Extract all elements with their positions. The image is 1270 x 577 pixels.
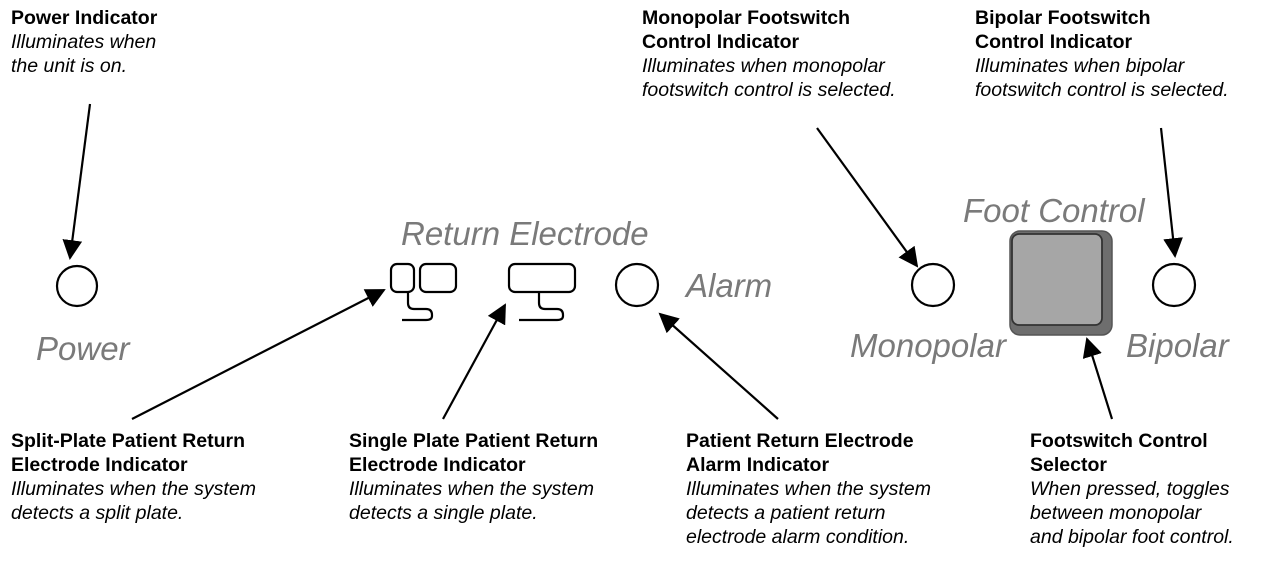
alarm-callout-title: Patient Return Electrode Alarm Indicator (686, 430, 914, 476)
bipolar-label: Bipolar (1126, 327, 1229, 364)
bipolar-callout-desc: Illuminates when bipolar footswitch cont… (975, 55, 1229, 101)
alarm-arrow (658, 312, 779, 420)
selector-callout: Footswitch Control Selector When pressed… (1030, 429, 1234, 549)
alarm-callout: Patient Return Electrode Alarm Indicator… (686, 429, 931, 549)
power-label: Power (36, 330, 130, 367)
power-callout-desc: Illuminates when the unit is on. (11, 31, 157, 77)
split-plate-callout-desc: Illuminates when the system detects a sp… (11, 478, 256, 524)
foot-control-label: Foot Control (963, 192, 1145, 229)
split-plate-callout: Split-Plate Patient Return Electrode Ind… (11, 429, 256, 525)
single-plate-icon (507, 262, 577, 322)
monopolar-callout-title: Monopolar Footswitch Control Indicator (642, 7, 850, 53)
monopolar-label: Monopolar (850, 327, 1006, 364)
footswitch-selector-button[interactable] (1009, 230, 1113, 336)
alarm-indicator (614, 262, 660, 308)
selector-arrow (1082, 337, 1114, 420)
alarm-callout-desc: Illuminates when the system detects a pa… (686, 478, 931, 548)
selector-callout-desc: When pressed, toggles between monopolar … (1030, 478, 1234, 548)
monopolar-callout: Monopolar Footswitch Control Indicator I… (642, 6, 896, 102)
power-arrow (62, 103, 92, 260)
power-callout-title: Power Indicator (11, 7, 158, 29)
single-plate-callout: Single Plate Patient Return Electrode In… (349, 429, 598, 525)
monopolar-indicator (910, 262, 956, 308)
bipolar-arrow (1159, 127, 1183, 258)
return-electrode-label: Return Electrode (401, 215, 649, 252)
single-plate-callout-desc: Illuminates when the system detects a si… (349, 478, 594, 524)
split-plate-callout-title: Split-Plate Patient Return Electrode Ind… (11, 430, 246, 476)
bipolar-callout: Bipolar Footswitch Control Indicator Ill… (975, 6, 1229, 102)
bipolar-indicator (1151, 262, 1197, 308)
bipolar-callout-title: Bipolar Footswitch Control Indicator (975, 7, 1151, 53)
alarm-label: Alarm (686, 267, 773, 304)
single-plate-arrow (442, 303, 506, 420)
single-plate-callout-title: Single Plate Patient Return Electrode In… (349, 430, 599, 476)
split-plate-icon (389, 262, 458, 322)
power-indicator (55, 264, 99, 308)
monopolar-arrow (816, 127, 919, 268)
power-callout: Power Indicator Illuminates when the uni… (11, 6, 157, 78)
split-plate-arrow (131, 289, 386, 420)
monopolar-callout-desc: Illuminates when monopolar footswitch co… (642, 55, 896, 101)
selector-callout-title: Footswitch Control Selector (1030, 430, 1208, 476)
